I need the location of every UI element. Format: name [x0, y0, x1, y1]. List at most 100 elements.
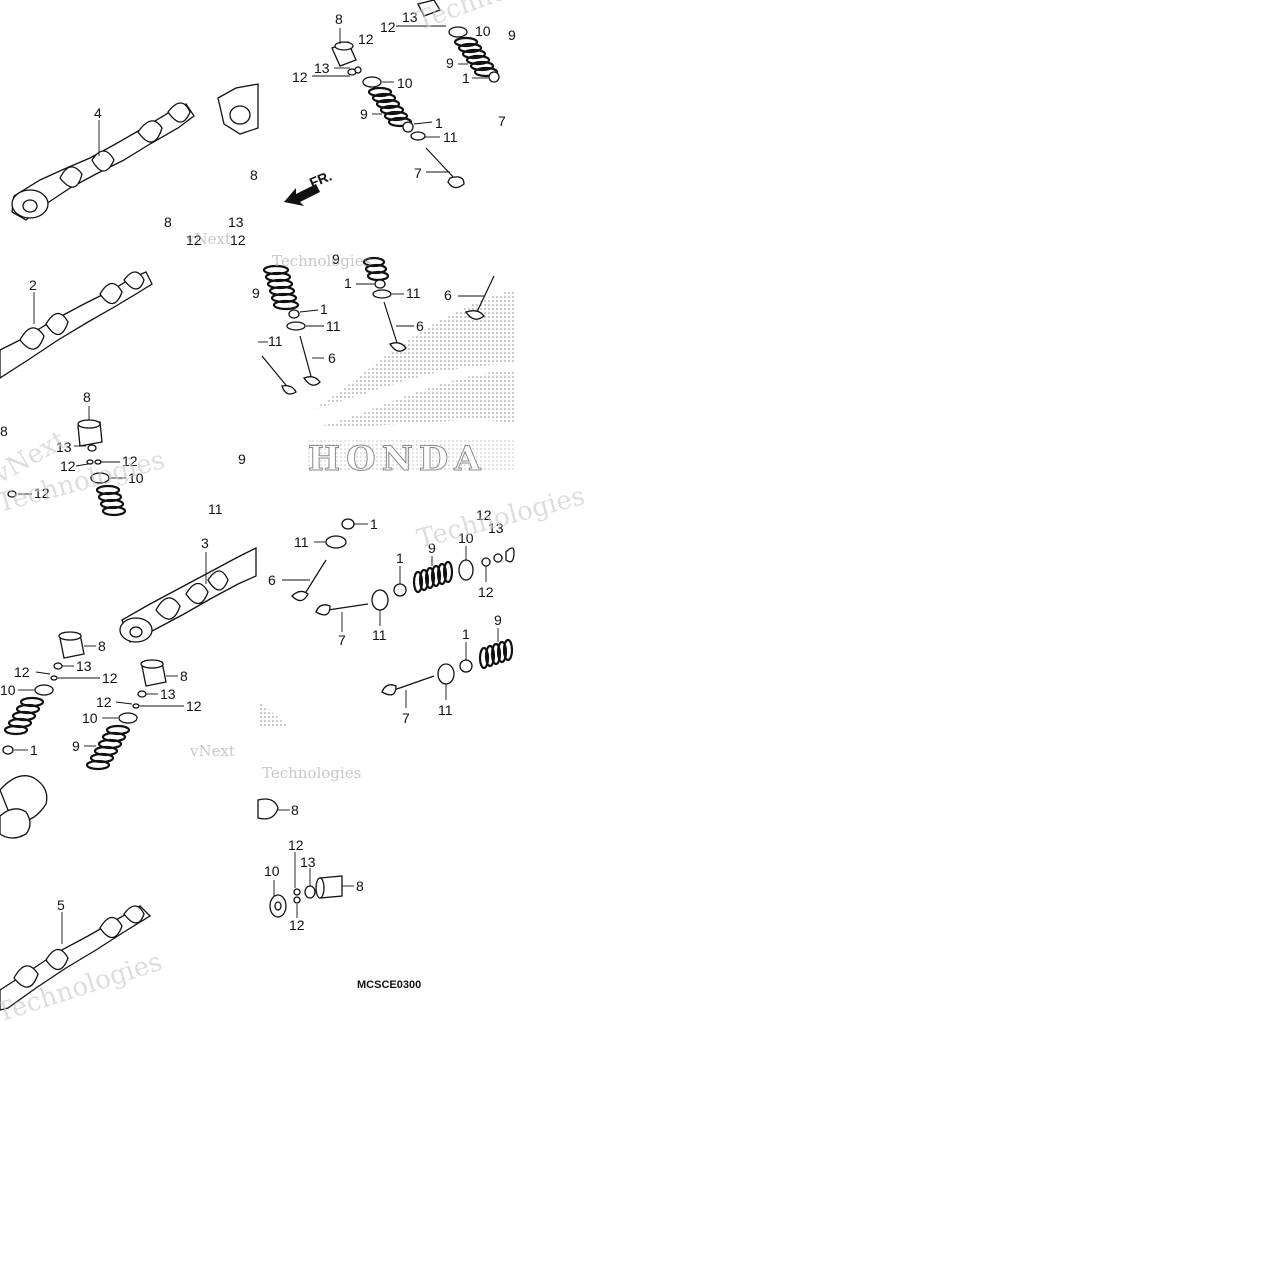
callout-cotter-l1: 12: [14, 664, 30, 680]
watermark-8: Technologies: [414, 481, 588, 555]
callout-seat-r3: 11: [438, 702, 453, 718]
callout-cotter-r1: 12: [478, 584, 494, 600]
drawing-code: MCSCE0300: [357, 979, 421, 991]
camshaft-2: [0, 271, 153, 379]
watermark-5: Technologies: [272, 252, 371, 270]
callout-tappet-l2: 8: [180, 668, 188, 684]
callout-seat-u: 11: [443, 129, 458, 145]
callout-seat-r2: 11: [372, 627, 387, 643]
callout-retainer-b1: 10: [264, 863, 280, 879]
callout-cotter-l2: 12: [102, 670, 118, 686]
tappet-group-bottom: [257, 798, 354, 918]
tappet-group-low: [2, 631, 184, 771]
callout-seal-r2: 1: [396, 550, 404, 566]
callout-retainer-u2: 10: [475, 23, 491, 39]
callout-cotter-m2: 12: [122, 453, 138, 469]
valve-spring: [367, 86, 413, 128]
callout-shim-u2: 13: [402, 9, 418, 25]
callout-seat-m4: 11: [406, 285, 421, 301]
callout-spring-u3: 9: [508, 27, 516, 43]
callout-invalve-m3: 6: [444, 287, 452, 303]
callout-seal-r3: 1: [462, 626, 470, 642]
callout-spring-m3: 9: [332, 251, 340, 267]
callout-retainer-l1: 10: [0, 682, 16, 698]
watermark-7: vNext: [189, 742, 235, 760]
callout-spring-m2: 9: [252, 285, 260, 301]
callout-retainer-u: 10: [397, 75, 413, 91]
callout-cotter-b1: 12: [288, 837, 304, 853]
callout-exvalve-u: 7: [414, 165, 422, 181]
callout-tappet-b2: 8: [356, 878, 364, 894]
callout-camshaft-5: 5: [57, 897, 65, 913]
callout-camshaft-2: 2: [29, 277, 37, 293]
callout-tappet-m: 8: [83, 389, 91, 405]
camshaft-5: [0, 775, 152, 1011]
callout-spring-r1: 9: [428, 540, 436, 556]
honda-wing-logo: [306, 290, 514, 472]
callout-seat-m: 11: [208, 501, 223, 517]
callout-shim-l2: 13: [160, 686, 176, 702]
callout-cotter-m3: 12: [34, 485, 50, 501]
callout-shim-r1: 13: [488, 520, 504, 536]
callout-retainer-m: 10: [128, 470, 144, 486]
callout-cotter-b2: 12: [289, 917, 305, 933]
callout-shim-m: 13: [56, 439, 72, 455]
callout-camshaft-4: 4: [94, 105, 102, 121]
callout-spring-u: 9: [360, 106, 368, 122]
camshaft-3: [119, 546, 257, 643]
callout-cotter-u2: 12: [292, 69, 308, 85]
callout-seal-m2: 1: [320, 301, 328, 317]
callout-tappet-l1: 8: [98, 638, 106, 654]
callout-cotter-seam-2: 12: [230, 232, 246, 248]
logo-fragment: [258, 700, 288, 726]
callout-exvalve-u2: 7: [498, 113, 506, 129]
callout-seal-r1: 1: [370, 516, 378, 532]
callout-seat-m3: 11: [268, 333, 283, 349]
honda-logo-text: HONDA: [308, 439, 487, 479]
callout-invalve-m2: 6: [416, 318, 424, 334]
camshaft-4: [11, 102, 195, 221]
watermark-1: vNext: [185, 230, 231, 248]
front-direction-arrow: [284, 184, 320, 206]
callout-cotter-seam: 12: [186, 232, 202, 248]
callout-retainer-r1: 10: [458, 530, 474, 546]
callout-cotter-u3: 12: [380, 19, 396, 35]
callout-spring-m: 9: [238, 451, 246, 467]
callout-seat-r1: 11: [294, 534, 309, 550]
callout-cotter-l4: 12: [186, 698, 202, 714]
callout-seal-l1: 1: [30, 742, 38, 758]
callout-retainer-l2: 10: [82, 710, 98, 726]
front-direction-label: FR.: [307, 167, 334, 190]
valve-group-low: [282, 518, 515, 708]
callout-exvalve-r2: 7: [402, 710, 410, 726]
callout-spring-u2: 9: [446, 55, 454, 71]
callout-seat-m2: 11: [326, 318, 341, 334]
callout-seal-u2: 1: [462, 70, 470, 86]
callout-seal-u: 1: [435, 115, 443, 131]
callout-seal-m3: 1: [344, 275, 352, 291]
callout-shim-l1: 13: [76, 658, 92, 674]
callout-camshaft-3: 3: [201, 535, 209, 551]
valve-group-mid: [258, 256, 495, 395]
callout-shim-seam: 13: [228, 214, 244, 230]
callout-cotter-u1: 12: [358, 31, 374, 47]
callout-tappet-m2: 8: [0, 423, 8, 439]
callout-cotter-r2: 12: [476, 507, 492, 523]
callout-tappet-u: 8: [335, 11, 343, 27]
tappet-group-upper: [312, 28, 465, 189]
callout-cotter-m1: 12: [60, 458, 76, 474]
watermark-9: Technologies: [262, 764, 361, 782]
callout-shim-b1: 13: [300, 854, 316, 870]
watermark-2: Technologies: [412, 0, 584, 37]
cam-holder: [217, 83, 259, 135]
callout-tappet-seam: 8: [164, 214, 172, 230]
callout-tappet-seam-2: 8: [250, 167, 258, 183]
callout-spring-l1: 9: [72, 738, 80, 754]
callout-invalve-r1: 6: [268, 572, 276, 588]
callout-cotter-l3: 12: [96, 694, 112, 710]
callout-spring-r2: 9: [494, 612, 502, 628]
valve-group-upper-2: [396, 0, 500, 83]
callout-shim-u: 13: [314, 60, 330, 76]
tappet-group-mid: [7, 406, 127, 517]
